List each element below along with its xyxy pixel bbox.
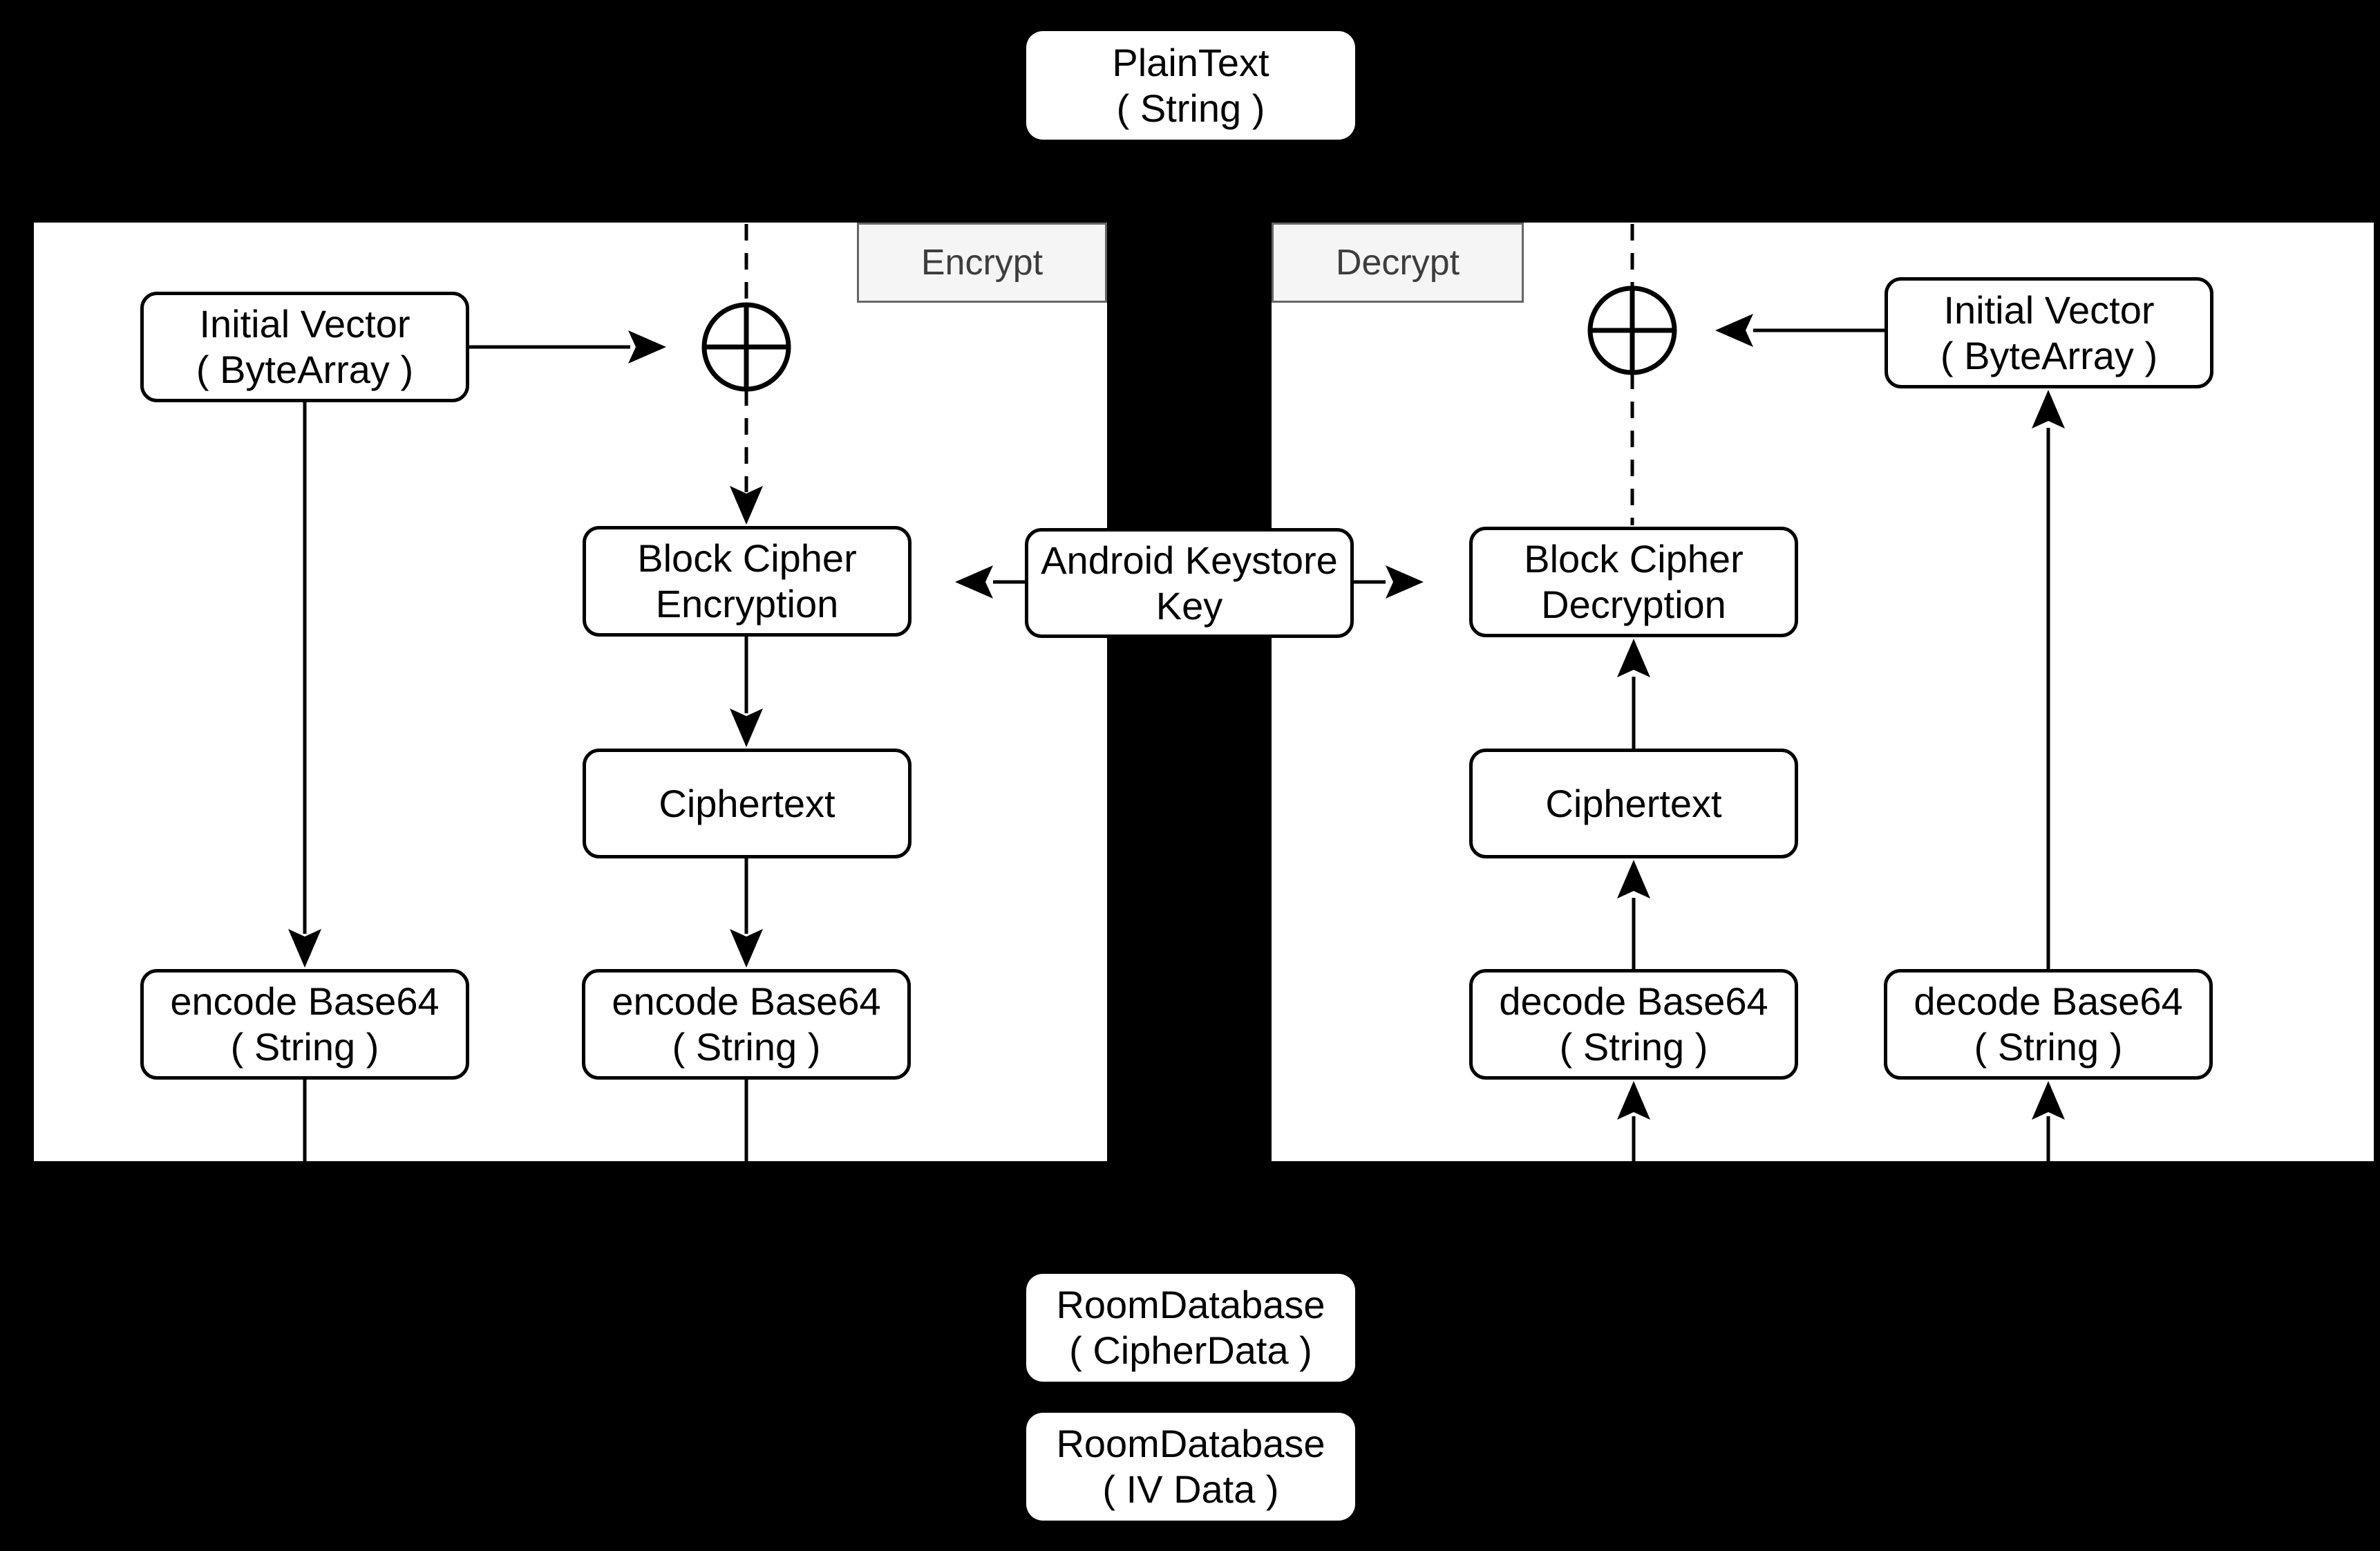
node-plaintext: PlainText ( String ): [1026, 31, 1355, 140]
node-plaintext-line2: ( String ): [1116, 86, 1265, 130]
node-block-cipher-decryption: Block Cipher Decryption: [1469, 527, 1798, 637]
node-block-cipher-encryption: Block Cipher Encryption: [583, 526, 912, 637]
node-decode-cipher-line2: ( String ): [1559, 1025, 1708, 1069]
node-plaintext-line1: PlainText: [1112, 40, 1269, 84]
node-encode-cipher-line2: ( String ): [672, 1025, 821, 1069]
node-initial-vector-decrypt: Initial Vector ( ByteArray ): [1885, 277, 2213, 388]
node-bcd-line2: Decryption: [1541, 583, 1726, 626]
node-ciphertext-decrypt: Ciphertext: [1469, 749, 1798, 858]
node-decode-base64-iv: decode Base64 ( String ): [1884, 969, 2213, 1080]
node-iv-decrypt-line1: Initial Vector: [1943, 288, 2155, 332]
node-decode-iv-line2: ( String ): [1974, 1025, 2123, 1069]
node-room-database-cipherdata: RoomDatabase ( CipherData ): [1026, 1274, 1355, 1382]
node-encode-base64-iv: encode Base64 ( String ): [140, 969, 469, 1080]
node-room-database-ivdata: RoomDatabase ( IV Data ): [1026, 1413, 1355, 1521]
node-decode-iv-line1: decode Base64: [1914, 979, 2183, 1023]
node-db-cipher-line1: RoomDatabase: [1056, 1283, 1325, 1326]
node-android-keystore-key: Android Keystore Key: [1025, 528, 1354, 638]
node-encode-iv-line2: ( String ): [230, 1025, 379, 1069]
node-encode-iv-line1: encode Base64: [170, 979, 440, 1023]
node-bce-line2: Encryption: [655, 582, 839, 626]
node-encode-base64-cipher: encode Base64 ( String ): [582, 969, 911, 1080]
node-iv-encrypt-line1: Initial Vector: [199, 302, 410, 346]
node-db-cipher-line2: ( CipherData ): [1069, 1328, 1312, 1372]
node-ciphertext-encrypt: Ciphertext: [583, 749, 912, 858]
node-keystore-line1: Android Keystore: [1041, 538, 1338, 582]
node-ciphertext-encrypt-label: Ciphertext: [659, 781, 835, 825]
tab-encrypt-label: Encrypt: [920, 243, 1043, 283]
node-db-iv-line2: ( IV Data ): [1102, 1467, 1279, 1511]
node-bce-line1: Block Cipher: [637, 536, 857, 580]
node-initial-vector-encrypt: Initial Vector ( ByteArray ): [140, 292, 469, 402]
node-ciphertext-decrypt-label: Ciphertext: [1545, 781, 1722, 825]
tab-decrypt-label: Decrypt: [1335, 243, 1460, 283]
node-decode-base64-cipher: decode Base64 ( String ): [1469, 969, 1798, 1080]
tab-encrypt[interactable]: Encrypt: [857, 223, 1107, 303]
node-iv-decrypt-line2: ( ByteArray ): [1940, 333, 2158, 377]
node-keystore-line2: Key: [1155, 583, 1223, 628]
tab-decrypt[interactable]: Decrypt: [1272, 223, 1524, 303]
node-db-iv-line1: RoomDatabase: [1056, 1422, 1325, 1465]
node-bcd-line1: Block Cipher: [1524, 537, 1744, 581]
node-encode-cipher-line1: encode Base64: [612, 979, 881, 1023]
node-iv-encrypt-line2: ( ByteArray ): [196, 348, 414, 391]
node-decode-cipher-line1: decode Base64: [1499, 979, 1768, 1023]
